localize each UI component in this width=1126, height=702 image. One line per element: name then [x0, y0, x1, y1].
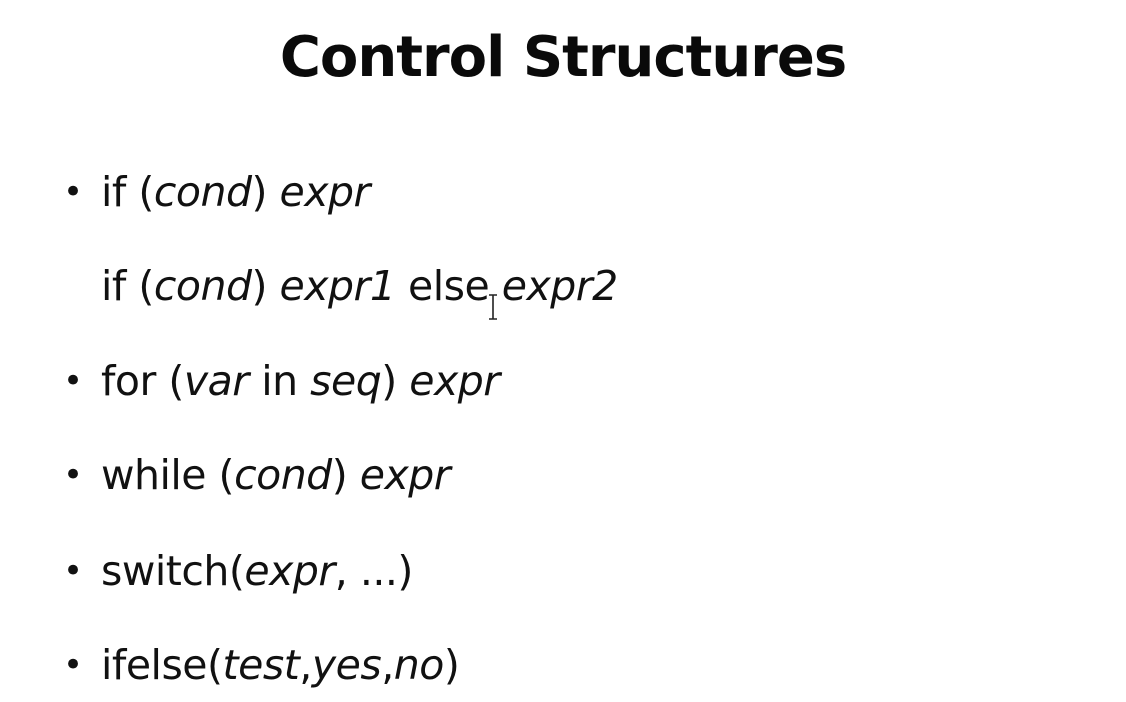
code-part: switch( [101, 547, 245, 595]
code-placeholder: expr [359, 451, 451, 499]
list-item-text: while (cond) expr [101, 445, 451, 505]
code-part: ) [381, 357, 410, 405]
code-part: for ( [101, 357, 184, 405]
bullet-marker: • [63, 645, 83, 685]
code-part: ) [251, 168, 280, 216]
code-placeholder: cond [234, 451, 332, 499]
code-placeholder: cond [153, 262, 252, 310]
code-placeholder: expr [409, 357, 500, 405]
code-part: ) [331, 451, 360, 499]
code-part: ) [251, 262, 280, 310]
list-item-text: if (cond) expr [101, 162, 370, 222]
code-part: ifelse( [101, 641, 223, 689]
list-item-text: if (cond) expr1 else expr2 [101, 256, 618, 316]
code-placeholder: expr2 [501, 262, 618, 310]
bullet-marker: • [63, 455, 83, 495]
bullet-marker: • [63, 361, 83, 401]
code-part: if ( [101, 168, 154, 216]
code-placeholder: test [222, 641, 300, 689]
code-placeholder: no [393, 641, 445, 689]
code-part: , ...) [334, 547, 414, 595]
code-part: , [299, 641, 312, 689]
code-part: while ( [101, 451, 235, 499]
code-placeholder: expr1 [279, 262, 396, 310]
code-part: , [381, 641, 394, 689]
list-item-text: switch(expr, ...) [101, 541, 413, 601]
code-placeholder: cond [153, 168, 252, 216]
code-part: in [248, 357, 311, 405]
code-placeholder: yes [311, 641, 382, 689]
bullet-marker: • [63, 551, 83, 591]
list-item-text: for (var in seq) expr [101, 351, 500, 411]
code-part: if ( [101, 262, 154, 310]
list-item-text: ifelse(test,yes,no) [101, 635, 460, 695]
bullet-marker: • [63, 172, 83, 212]
text-cursor-icon [487, 294, 499, 320]
code-placeholder: seq [310, 357, 382, 405]
code-placeholder: expr [244, 547, 335, 595]
code-part: else [395, 262, 502, 310]
code-part: ) [443, 641, 460, 689]
slide-title: Control Structures [279, 25, 847, 90]
code-placeholder: var [183, 357, 249, 405]
code-placeholder: expr [279, 168, 371, 216]
